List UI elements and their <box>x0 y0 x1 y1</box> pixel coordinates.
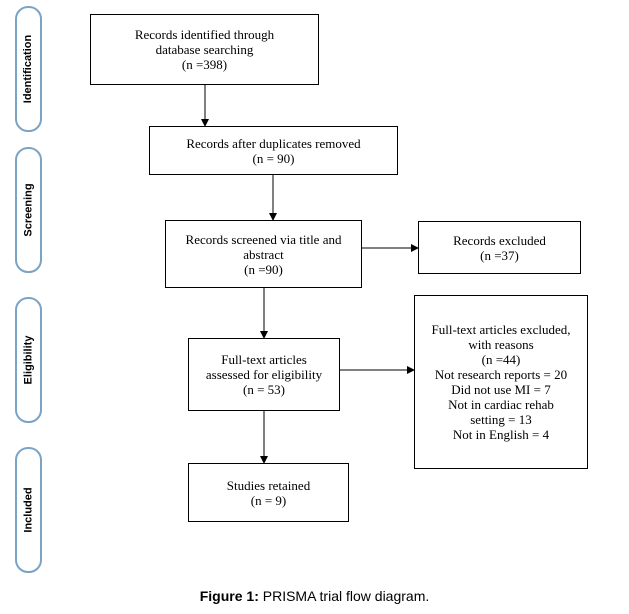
box-text-line: Not in cardiac rehab <box>448 397 554 412</box>
box-text-line: Did not use MI = 7 <box>451 382 551 397</box>
box-text-line: (n = 90) <box>252 150 295 166</box>
box-text-line: Not research reports = 20 <box>434 367 568 382</box>
box-text-line: Records screened via title and <box>185 231 342 247</box>
box-text-line: Full-text articles excluded, <box>431 322 571 337</box>
box-text-line: Records excluded <box>453 232 546 248</box>
box-records-after-duplicates: Records after duplicates removed(n = 90) <box>149 126 398 175</box>
box-text-line: (n =90) <box>244 261 283 277</box>
box-text-line: (n =44) <box>481 352 521 367</box>
box-text-line: (n =398) <box>181 57 228 72</box>
box-text-line: assessed for eligibility <box>205 367 323 382</box>
box-text-line: with reasons <box>468 337 534 352</box>
box-fulltext-excluded: Full-text articles excluded,with reasons… <box>414 295 588 469</box>
stage-included: Included <box>15 447 42 573</box>
box-text-line: (n = 9) <box>250 492 287 508</box>
stage-eligibility: Eligibility <box>15 297 42 423</box>
caption-text: PRISMA trial flow diagram. <box>262 588 430 604</box>
box-text-line: Studies retained <box>226 477 311 493</box>
stage-identification: Identification <box>15 6 42 132</box>
box-text-line: Full-text articles <box>221 352 307 367</box>
box-text-line: Records after duplicates removed <box>186 135 361 151</box>
box-text-line: (n = 53) <box>243 382 285 397</box>
caption-label: Figure 1: <box>199 588 259 604</box>
stage-screening: Screening <box>15 147 42 273</box>
box-text-line: abstract <box>243 246 284 262</box>
figure-caption: Figure 1: PRISMA trial flow diagram. <box>0 588 629 604</box>
box-text-line: Records identified through <box>134 27 275 42</box>
box-text-line: setting = 13 <box>470 412 532 427</box>
box-studies-retained: Studies retained(n = 9) <box>188 463 349 522</box>
box-records-excluded: Records excluded(n =37) <box>418 221 581 274</box>
box-text-line: (n =37) <box>480 247 519 263</box>
box-text-line: Not in English = 4 <box>452 427 550 442</box>
box-text-line: database searching <box>155 42 254 57</box>
